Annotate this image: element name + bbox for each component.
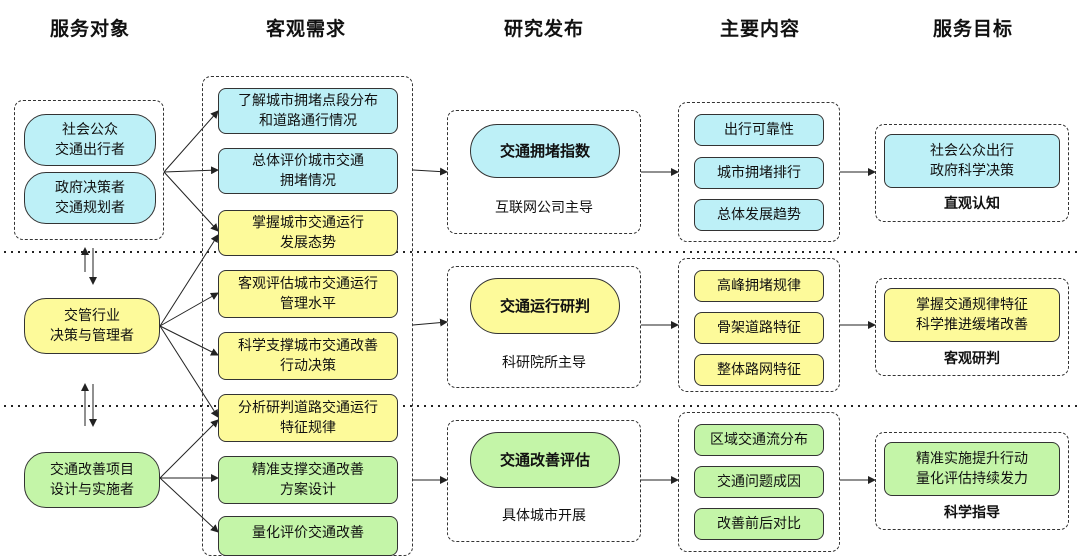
node-policy: 政府决策者 交通规划者	[24, 172, 156, 224]
need-7: 精准支撑交通改善 方案设计	[218, 456, 398, 504]
group-research-3	[447, 420, 641, 542]
header-goals: 服务目标	[932, 18, 1013, 40]
content-1-1: 出行可靠性	[694, 114, 824, 146]
content-3-1: 区域交通流分布	[694, 424, 824, 456]
goal-text-1: 社会公众出行 政府科学决策	[884, 134, 1060, 188]
node-industry: 交管行业 决策与管理者	[24, 298, 160, 354]
research-caption-3: 具体城市开展	[502, 508, 586, 524]
header-research: 研究发布	[503, 18, 584, 40]
group-public-policy	[14, 100, 164, 240]
group-research-2	[447, 266, 641, 388]
group-goal-1	[875, 124, 1069, 222]
need-8: 量化评价交通改善	[218, 516, 398, 556]
content-3-3: 改善前后对比	[694, 508, 824, 540]
need-4: 客观评估城市交通运行 管理水平	[218, 270, 398, 318]
fan-arrows-project	[159, 419, 219, 533]
need-3: 掌握城市交通运行 发展态势	[218, 210, 398, 256]
header-service-objects: 服务对象	[49, 18, 130, 40]
header-content: 主要内容	[719, 18, 800, 40]
node-public: 社会公众 交通出行者	[24, 114, 156, 166]
flow-arrows	[412, 167, 876, 484]
content-2-2: 骨架道路特征	[694, 312, 824, 344]
fan-arrows-industry	[159, 234, 219, 418]
node-project: 交通改善项目 设计与实施者	[24, 452, 160, 508]
goal-label-2: 客观研判	[944, 351, 1000, 367]
research-title-1: 交通拥堵指数	[470, 124, 620, 178]
need-1: 了解城市拥堵点段分布 和道路通行情况	[218, 88, 398, 134]
group-research-1	[447, 110, 641, 234]
header-needs: 客观需求	[265, 18, 346, 40]
goal-text-2: 掌握交通规律特征 科学推进缓堵改善	[884, 288, 1060, 342]
goal-text-3: 精准实施提升行动 量化评估持续发力	[884, 442, 1060, 496]
need-2: 总体评价城市交通 拥堵情况	[218, 148, 398, 194]
research-caption-2: 科研院所主导	[502, 355, 586, 371]
goal-label-1: 直观认知	[944, 196, 1000, 212]
content-1-3: 总体发展趋势	[694, 199, 824, 231]
need-5: 科学支撑城市交通改善 行动决策	[218, 332, 398, 380]
need-6: 分析研判道路交通运行 特征规律	[218, 394, 398, 442]
vertical-double-arrows	[81, 247, 97, 427]
content-1-2: 城市拥堵排行	[694, 157, 824, 189]
research-title-3: 交通改善评估	[470, 432, 620, 488]
content-2-3: 整体路网特征	[694, 354, 824, 386]
fan-arrows-public	[163, 110, 219, 232]
content-3-2: 交通问题成因	[694, 466, 824, 498]
group-content-2	[678, 258, 840, 392]
content-2-1: 高峰拥堵规律	[694, 270, 824, 302]
group-goal-2	[875, 278, 1069, 376]
goal-label-3: 科学指导	[944, 505, 1000, 521]
research-caption-1: 互联网公司主导	[495, 200, 593, 216]
connector-layer	[4, 110, 1078, 533]
group-goal-3	[875, 432, 1069, 530]
group-content-1	[678, 102, 840, 242]
research-title-2: 交通运行研判	[470, 278, 620, 334]
